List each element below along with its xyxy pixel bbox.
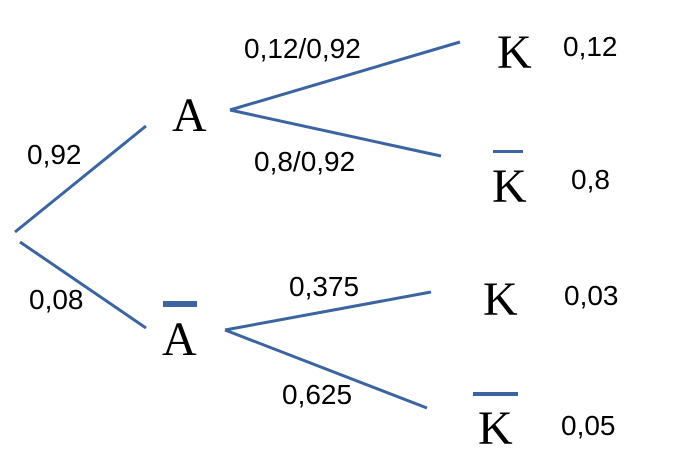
label-a-k-bar: 0,8/0,92 [254,146,355,177]
label-a-k: 0,12/0,92 [244,33,361,64]
edge-a-bar-k-bar [224,328,428,410]
label-a-bar-k: 0,375 [289,271,359,302]
node-k2: K [483,273,518,326]
edge-root-a [14,124,147,234]
node-k1: K [497,26,532,79]
node-a: A [172,89,207,142]
complement-bar-k2 [473,392,518,396]
edge-root-a-bar [19,240,147,330]
node-a-bar: A [162,313,197,366]
node-k2-bar: K [478,402,513,455]
complement-bar-k1 [493,150,523,153]
result-a-bar-k-bar: 0,05 [561,410,616,441]
edge-a-bar-k [224,290,432,332]
label-root-a-bar: 0,08 [29,284,84,315]
node-k1-bar: K [492,160,527,213]
complement-bar-a [163,301,197,307]
label-a-bar-k-bar: 0,625 [282,379,352,410]
edge-a-k [229,40,461,112]
result-a-k: 0,12 [563,31,618,62]
result-a-bar-k: 0,03 [564,280,619,311]
label-root-a: 0,92 [27,139,82,170]
result-a-k-bar: 0,8 [571,164,610,195]
edge-a-k-bar [229,108,442,158]
